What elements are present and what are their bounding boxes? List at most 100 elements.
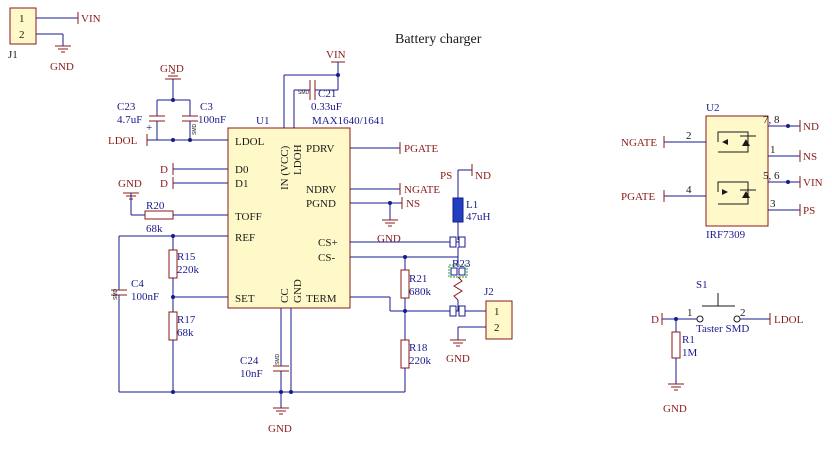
c21-value: 0.33uF bbox=[311, 101, 342, 113]
r17-value: 68k bbox=[177, 327, 194, 339]
j2-pin2-label: 2 bbox=[494, 322, 500, 334]
c23-plus: + bbox=[146, 122, 152, 134]
u1-pin-cc: CC bbox=[279, 288, 291, 303]
pgate-net-u2: PGATE bbox=[621, 191, 656, 203]
u2-pin1-label: 1 bbox=[770, 144, 776, 156]
ldol-caps: GND + SMD C23 4.7uF C3 100nF LDOL bbox=[108, 63, 228, 147]
r15-value: 220k bbox=[177, 264, 200, 276]
c24-value: 10nF bbox=[240, 368, 263, 380]
d0-d1-inputs: D D bbox=[160, 163, 228, 190]
s1-ldol-net: LDOL bbox=[774, 314, 804, 326]
ns-net-u1: NS bbox=[406, 198, 420, 210]
ref-set-network: SMD C4 100nF R15 220k R17 68k GND bbox=[111, 234, 405, 435]
l1-nd-net: ND bbox=[475, 170, 491, 182]
c24-smd-mark: SMD bbox=[275, 354, 281, 366]
vin-net-u2: VIN bbox=[803, 177, 823, 189]
u1-part: MAX1640/1641 bbox=[312, 115, 385, 127]
ngate-net-u2: NGATE bbox=[621, 137, 657, 149]
u2-pin2-label: 2 bbox=[686, 130, 692, 142]
ps-net-u2: PS bbox=[803, 205, 815, 217]
r1-value: 1M bbox=[682, 347, 698, 359]
c23-gnd-net: GND bbox=[160, 63, 184, 75]
connector-j1: 1 2 J1 VIN GND bbox=[8, 7, 101, 73]
u1-pin-in: IN (VCC) bbox=[279, 145, 291, 190]
r23-ref: R23 bbox=[452, 258, 471, 270]
driver-outputs: PGATE NGATE NS GND bbox=[350, 142, 440, 245]
pgate-net-u1: PGATE bbox=[404, 143, 439, 155]
c23-ref: C23 bbox=[117, 101, 136, 113]
switch-s1: S1 Taster SMD 1 2 D LDOL R1 1M GND bbox=[651, 279, 804, 415]
u1-pin-term: TERM bbox=[306, 293, 337, 305]
ngate-net-u1: NGATE bbox=[404, 184, 440, 196]
u2-ref: U2 bbox=[706, 102, 719, 114]
j2-pin1-label: 1 bbox=[494, 306, 500, 318]
u1-pin-d1: D1 bbox=[235, 178, 248, 190]
s1-part: Taster SMD bbox=[696, 323, 749, 335]
r20-gnd-net: GND bbox=[118, 178, 142, 190]
u1-pin-ndrv: NDRV bbox=[306, 184, 336, 196]
c23-value: 4.7uF bbox=[117, 114, 142, 126]
u1-pin-ldoh: LDOH bbox=[292, 144, 304, 175]
u1-pin-d0: D0 bbox=[235, 164, 249, 176]
r20-value: 68k bbox=[146, 223, 163, 235]
connector-j2: J2 1 2 GND bbox=[446, 286, 513, 365]
r17-ref: R17 bbox=[177, 314, 196, 326]
c24-cc: SMD C24 10nF bbox=[240, 308, 292, 392]
d0-net: D bbox=[160, 164, 168, 176]
u1-pin-toff: TOFF bbox=[235, 211, 262, 223]
s1-pin2-label: 2 bbox=[740, 307, 746, 319]
j1-gnd-net: GND bbox=[50, 61, 74, 73]
s1-d-net: D bbox=[651, 314, 659, 326]
bottom-gnd-net: GND bbox=[268, 423, 292, 435]
u1-pin-ldol: LDOL bbox=[235, 136, 265, 148]
c3-value: 100nF bbox=[198, 114, 226, 126]
ic-u1: U1 MAX1640/1641 LDOL PDRV D0 D1 NDRV PGN… bbox=[227, 115, 385, 309]
u2-part: IRF7309 bbox=[706, 229, 746, 241]
u2-pin3-label: 3 bbox=[770, 198, 776, 210]
c3-ref: C3 bbox=[200, 101, 213, 113]
s1-ref: S1 bbox=[696, 279, 708, 291]
top-vin-c21: VIN SMD C21 0.33uF bbox=[283, 49, 346, 128]
j2-ref: J2 bbox=[484, 286, 494, 298]
toff-r20: GND R20 68k bbox=[118, 178, 228, 235]
r21-ref: R21 bbox=[409, 273, 427, 285]
inductor-sense-network: PS ND L1 47uH R23 R21 680k R18 22 bbox=[350, 164, 491, 392]
c21-smd-mark: SMD bbox=[298, 90, 310, 96]
c4-ref: C4 bbox=[131, 278, 144, 290]
u1-pin-pdrv: PDRV bbox=[306, 143, 335, 155]
r15-ref: R15 bbox=[177, 251, 196, 263]
r18-ref: R18 bbox=[409, 342, 428, 354]
r1-gnd-net: GND bbox=[663, 403, 687, 415]
c3-smd-mark: SMD bbox=[192, 124, 198, 136]
u2-pin4-label: 4 bbox=[686, 184, 692, 196]
schematic-title: Battery charger bbox=[395, 32, 482, 47]
d1-net: D bbox=[160, 178, 168, 190]
pgnd-gnd-net: GND bbox=[377, 233, 401, 245]
ns-net-u2: NS bbox=[803, 151, 817, 163]
u2-pin78-label: 7, 8 bbox=[763, 114, 780, 126]
j2-gnd-net: GND bbox=[446, 353, 470, 365]
c4-value: 100nF bbox=[131, 291, 159, 303]
mosfet-u2: U2 IRF7309 NGATE 2 ND 7, 8 NS 1 PGATE 4 … bbox=[621, 102, 823, 241]
c4-smd-mark: SMD bbox=[113, 289, 119, 301]
c21-ref: C21 bbox=[318, 88, 336, 100]
s1-pin1-label: 1 bbox=[687, 307, 693, 319]
u1-pin-pgnd: PGND bbox=[306, 198, 336, 210]
r1-ref: R1 bbox=[682, 334, 695, 346]
u1-pin-csp: CS+ bbox=[318, 237, 338, 249]
c24-ref: C24 bbox=[240, 355, 259, 367]
u1-ref: U1 bbox=[256, 115, 269, 127]
nd-net-u2: ND bbox=[803, 121, 819, 133]
l1-ps-net: PS bbox=[440, 170, 452, 182]
j1-pin2-label: 2 bbox=[19, 29, 25, 41]
u1-pin-gnd: GND bbox=[292, 279, 304, 303]
j1-ref: J1 bbox=[8, 49, 18, 61]
u1-pin-set: SET bbox=[235, 293, 255, 305]
l1-value: 47uH bbox=[466, 211, 491, 223]
ldol-net-left: LDOL bbox=[108, 135, 138, 147]
j1-vin-net: VIN bbox=[81, 13, 101, 25]
r18-value: 220k bbox=[409, 355, 432, 367]
u1-vin-net: VIN bbox=[326, 49, 346, 61]
